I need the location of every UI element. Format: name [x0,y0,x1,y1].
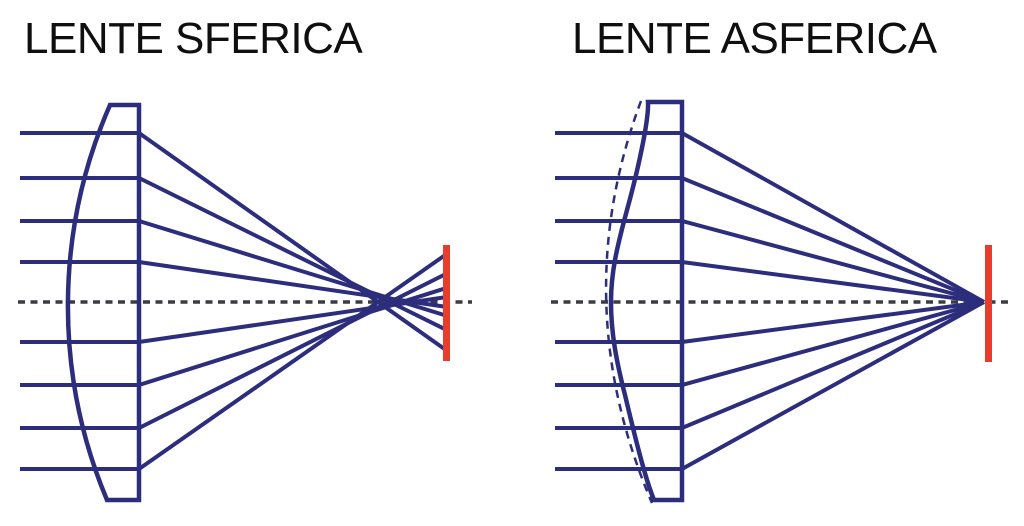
spherical-lens-title: LENTE SFERICA [24,14,363,63]
lens-outline-aspherical [608,99,685,503]
aspherical-lens-title: LENTE ASFERICA [572,14,937,63]
focal-screen-spherical [443,245,450,361]
spherical-reference-profile-dashed [604,100,654,504]
light-ray-spherical [20,131,449,353]
focal-screen-aspherical [985,245,992,362]
lens-outline-spherical [65,102,142,503]
